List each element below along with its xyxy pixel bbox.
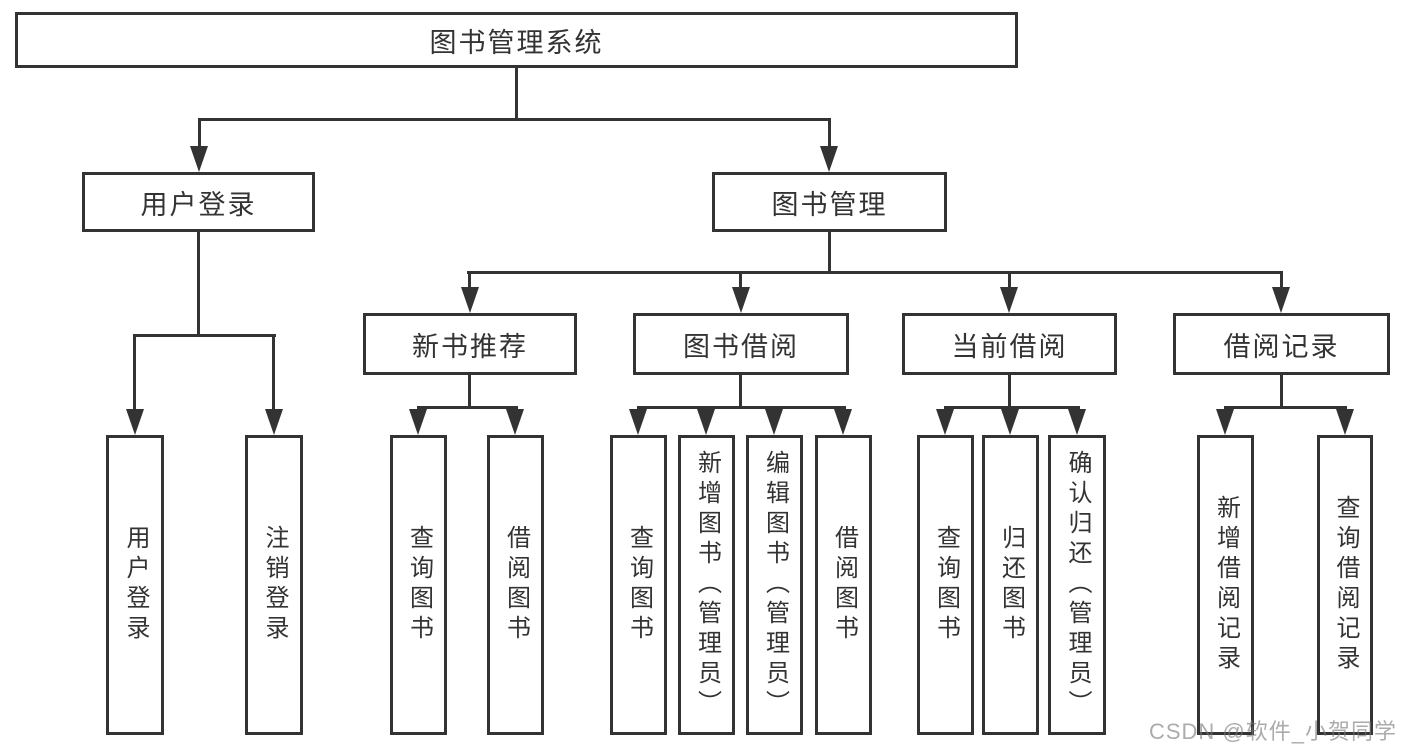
leaf-label: 确认归还（管理员） xyxy=(1064,450,1091,720)
leaf-label: 新增图书（管理员） xyxy=(693,450,721,720)
node-user-login: 用户登录 xyxy=(82,172,315,232)
connector-line xyxy=(1008,375,1011,408)
leaf-borrow-books-borrowing: 借阅图书 xyxy=(815,435,872,735)
arrow-down-icon xyxy=(1336,409,1354,435)
connector-line xyxy=(1280,375,1283,408)
leaf-query-books-recommend: 查询图书 xyxy=(390,435,447,735)
leaf-edit-books-admin: 编辑图书（管理员） xyxy=(746,435,803,735)
connector-line xyxy=(133,334,276,337)
connector-line xyxy=(739,271,742,291)
node-label: 当前借阅 xyxy=(951,331,1068,362)
leaf-return-books: 归还图书 xyxy=(982,435,1039,735)
node-current-borrowing: 当前借阅 xyxy=(902,313,1117,375)
node-book-management: 图书管理 xyxy=(712,172,947,232)
leaf-label: 编辑图书（管理员） xyxy=(761,450,789,720)
leaf-query-books-current: 查询图书 xyxy=(917,435,974,735)
leaf-borrow-books-recommend: 借阅图书 xyxy=(487,435,544,735)
arrow-down-icon xyxy=(506,409,524,435)
connector-line xyxy=(515,68,518,120)
connector-line xyxy=(637,406,846,409)
arrow-down-icon xyxy=(265,409,283,435)
arrow-down-icon xyxy=(1000,287,1018,313)
leaf-label: 用户登录 xyxy=(122,525,149,645)
connector-line xyxy=(1224,406,1347,409)
connector-line xyxy=(1008,271,1011,291)
node-library-system: 图书管理系统 xyxy=(15,12,1018,68)
arrow-down-icon xyxy=(461,287,479,313)
connector-line xyxy=(272,334,275,412)
connector-line xyxy=(198,118,201,148)
node-book-borrowing: 图书借阅 xyxy=(633,313,849,375)
connector-line xyxy=(468,375,471,408)
leaf-label: 归还图书 xyxy=(997,525,1025,645)
leaf-label: 借阅图书 xyxy=(830,525,858,645)
connector-line xyxy=(828,118,831,148)
node-label: 新书推荐 xyxy=(412,331,528,362)
leaf-user-login: 用户登录 xyxy=(106,435,164,735)
arrow-down-icon xyxy=(697,409,715,435)
connector-line xyxy=(828,232,831,274)
connector-line xyxy=(739,375,742,408)
arrow-down-icon xyxy=(1001,409,1019,435)
watermark: CSDN @软件_小贺同学 xyxy=(1148,719,1397,744)
leaf-add-books-admin: 新增图书（管理员） xyxy=(678,435,735,735)
leaf-label: 注销登录 xyxy=(261,525,288,645)
arrow-down-icon xyxy=(765,409,783,435)
arrow-down-icon xyxy=(1216,409,1234,435)
connector-line xyxy=(197,232,200,336)
arrow-down-icon xyxy=(732,287,750,313)
leaf-query-borrow-record: 查询借阅记录 xyxy=(1317,435,1373,735)
node-label: 用户登录 xyxy=(140,189,257,220)
connector-line xyxy=(467,271,1283,274)
connector-line xyxy=(468,271,471,291)
arrow-down-icon xyxy=(629,409,647,435)
leaf-label: 查询图书 xyxy=(625,525,653,645)
node-label: 图书管理 xyxy=(771,189,888,220)
node-label: 图书管理系统 xyxy=(429,27,604,58)
leaf-label: 查询图书 xyxy=(405,525,433,645)
arrow-down-icon xyxy=(409,409,427,435)
arrow-down-icon xyxy=(1272,287,1290,313)
arrow-down-icon xyxy=(936,409,954,435)
leaf-add-borrow-record: 新增借阅记录 xyxy=(1197,435,1254,735)
node-borrowing-records: 借阅记录 xyxy=(1173,313,1390,375)
leaf-confirm-return-admin: 确认归还（管理员） xyxy=(1048,435,1106,735)
arrow-down-icon xyxy=(190,146,208,172)
connector-line xyxy=(198,118,831,121)
node-new-book-recommend: 新书推荐 xyxy=(363,313,577,375)
node-label: 图书借阅 xyxy=(683,331,799,362)
leaf-label: 查询借阅记录 xyxy=(1332,495,1359,675)
connector-line xyxy=(944,406,1080,409)
connector-line xyxy=(1280,271,1283,291)
connector-line xyxy=(417,406,518,409)
leaf-label: 查询图书 xyxy=(932,525,960,645)
leaf-label: 借阅图书 xyxy=(502,525,530,645)
arrow-down-icon xyxy=(126,409,144,435)
leaf-label: 新增借阅记录 xyxy=(1212,495,1240,675)
arrow-down-icon xyxy=(820,146,838,172)
arrow-down-icon xyxy=(834,409,852,435)
leaf-query-books-borrowing: 查询图书 xyxy=(610,435,667,735)
arrow-down-icon xyxy=(1068,409,1086,435)
leaf-logout: 注销登录 xyxy=(245,435,303,735)
node-label: 借阅记录 xyxy=(1223,331,1340,362)
connector-line xyxy=(133,334,136,412)
